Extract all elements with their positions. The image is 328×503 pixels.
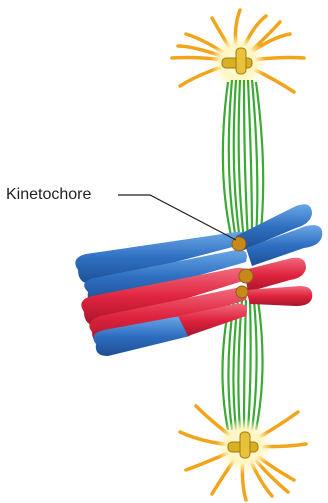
centrosome-bottom [180,406,306,500]
kinetochore-label: Kinetochore [6,186,91,204]
kinetochore-leader-line [118,195,236,240]
centrosome-top [172,10,304,92]
